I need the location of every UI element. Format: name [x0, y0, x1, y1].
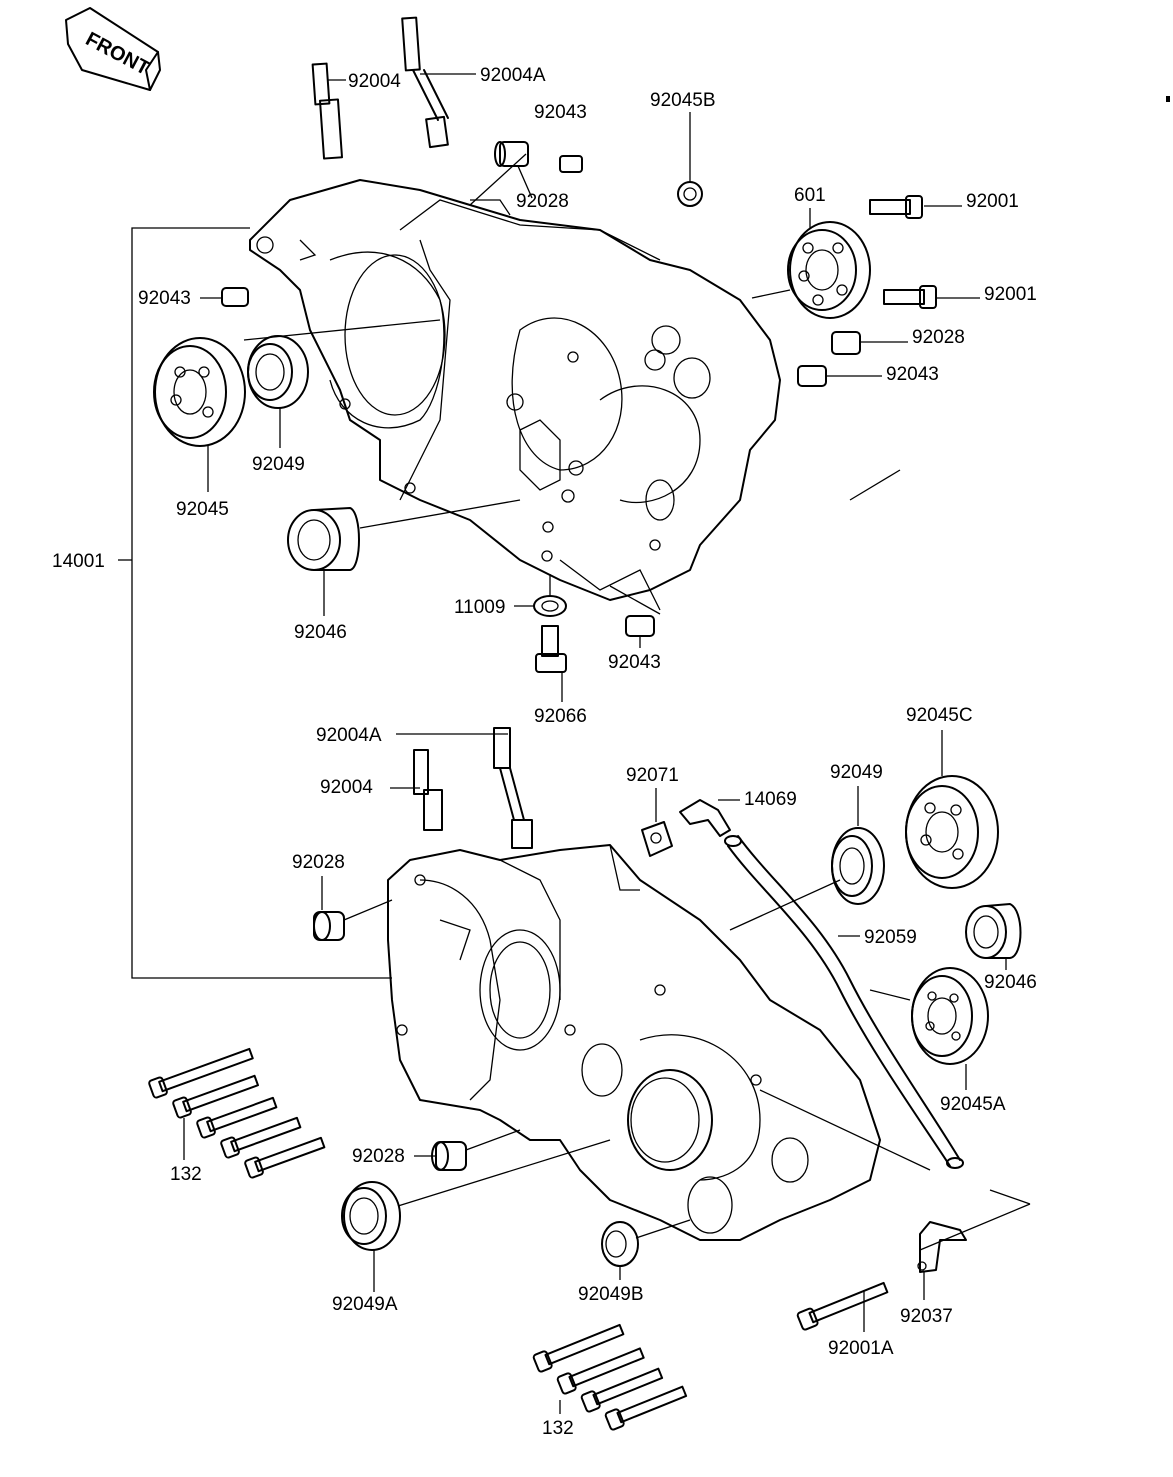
part-labels: 92004 92004A 92043 92045B 92028 601 9200… — [52, 65, 1037, 1439]
label-92043-upper-right: 92043 — [886, 364, 939, 385]
stud-92004-upper — [311, 62, 344, 160]
label-92028-upper-top: 92028 — [516, 191, 569, 212]
stud-92004-lower — [413, 749, 443, 831]
label-92028-upper-right: 92028 — [912, 327, 965, 348]
oil-seal-92049-lower — [831, 827, 885, 905]
oil-seal-92049A — [341, 1181, 401, 1251]
bolt-set-132-left — [148, 1047, 326, 1179]
label-11009: 11009 — [454, 597, 505, 618]
dowel-pin-92028-lower-top — [313, 911, 345, 941]
label-92049-lower: 92049 — [830, 762, 883, 783]
label-92045-upper: 92045 — [176, 499, 229, 520]
stud-92004A-lower — [493, 727, 533, 849]
dowel-pin-92028-upper-top — [494, 141, 529, 167]
label-92037: 92037 — [900, 1306, 953, 1327]
label-92049A: 92049A — [332, 1294, 398, 1315]
stud-92004A-upper — [401, 16, 449, 149]
dowel-pin-92043-upper-top — [559, 155, 583, 173]
label-92043-upper-top: 92043 — [534, 102, 587, 123]
oil-seal-92049B — [601, 1221, 639, 1267]
dowel-pin-92043-upper-right — [797, 365, 827, 387]
label-92066: 92066 — [534, 706, 587, 727]
dowel-pin-92028-upper-right — [831, 331, 861, 355]
bearing-601 — [787, 221, 871, 319]
label-92004A-upper: 92004A — [480, 65, 546, 86]
label-92004-lower: 92004 — [320, 777, 373, 798]
label-92045C: 92045C — [906, 705, 973, 726]
label-92004A-lower: 92004A — [316, 725, 382, 746]
label-92004-upper: 92004 — [348, 71, 401, 92]
bolt-92001A — [796, 1281, 889, 1331]
bolt-92001-a — [869, 195, 923, 219]
label-92001-a: 92001 — [966, 191, 1019, 212]
leader-lines — [118, 73, 1031, 1414]
label-132-left: 132 — [170, 1164, 202, 1185]
lower-crankcase-half — [387, 844, 881, 1241]
label-92046-lower: 92046 — [984, 972, 1037, 993]
dowel-pin-92043-upper-left — [221, 287, 249, 307]
label-92059: 92059 — [864, 927, 917, 948]
label-92045A: 92045A — [940, 1094, 1006, 1115]
label-92028-lower: 92028 — [352, 1146, 405, 1167]
bearing-92045C — [905, 775, 999, 889]
clamp-92037 — [917, 1221, 967, 1273]
bolt-set-132-bottom — [532, 1323, 688, 1431]
needle-bearing-92046-lower — [965, 903, 1022, 959]
label-92043-upper-left: 92043 — [138, 288, 191, 309]
upper-crankcase-half — [249, 179, 781, 611]
label-14001: 14001 — [52, 551, 105, 572]
washer-11009 — [533, 595, 567, 617]
bolt-92001-b — [883, 285, 937, 309]
dowel-pin-92043-upper-bottom — [625, 615, 655, 637]
fitting-92071 — [641, 821, 673, 857]
label-601: 601 — [794, 185, 826, 206]
bearing-92045A — [911, 967, 989, 1065]
label-92043-upper-bottom: 92043 — [608, 652, 661, 673]
bearing-92045-upper — [153, 337, 246, 447]
drain-plug-92066 — [535, 625, 567, 673]
label-92045B: 92045B — [650, 90, 716, 111]
label-92049B: 92049B — [578, 1284, 644, 1305]
label-92071: 92071 — [626, 765, 679, 786]
dowel-pin-92028-lower — [431, 1141, 467, 1171]
breather-hose-92059 — [724, 835, 964, 1169]
needle-bearing-92046-upper — [287, 507, 360, 571]
label-92001-b: 92001 — [984, 284, 1037, 305]
oil-seal-92045B — [677, 181, 703, 207]
label-92046-upper: 92046 — [294, 622, 347, 643]
label-92049-upper: 92049 — [252, 454, 305, 475]
label-14069: 14069 — [744, 789, 797, 810]
elbow-14069 — [679, 799, 731, 837]
label-92001A: 92001A — [828, 1338, 894, 1359]
label-92028-lower-top: 92028 — [292, 852, 345, 873]
scan-mark — [1166, 96, 1170, 102]
oil-seal-92049-upper — [247, 335, 309, 409]
label-132-bottom: 132 — [542, 1418, 574, 1439]
front-arrow-icon: FRONT — [65, 7, 161, 91]
